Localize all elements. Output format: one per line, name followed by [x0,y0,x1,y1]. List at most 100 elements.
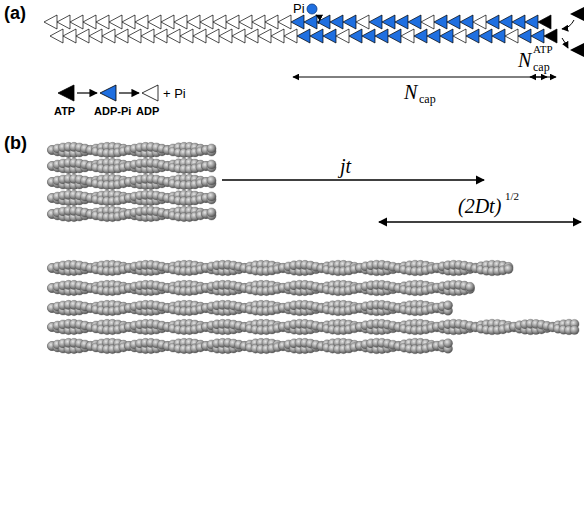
monomer-triangle [239,15,252,29]
monomer-triangle [388,29,401,43]
monomer-triangle [96,15,109,29]
monomer-triangle [447,15,460,29]
actin-subunit [570,325,579,334]
monomer-triangle [499,15,512,29]
monomer-triangle [323,29,336,43]
monomer-triangle [161,15,174,29]
monomer-triangle [356,15,369,29]
state-label: ATP [54,106,75,117]
monomer-triangle [460,15,473,29]
state-label: ADP-Pi [94,106,131,117]
monomer-triangle [492,29,505,43]
dimension-arrow [293,77,547,78]
monomer-triangle [271,29,284,43]
monomer-triangle [180,29,193,43]
monomer-triangle [167,29,180,43]
monomer-triangle [414,29,427,43]
monomer-triangle [427,29,440,43]
superscript: 1/2 [505,191,519,202]
monomer-triangle [512,15,525,29]
monomer-triangle [362,29,375,43]
diffusion-label: (2Dt) [458,196,501,216]
filament-triangles [44,15,557,43]
monomer-triangle [505,29,518,43]
monomer-triangle [375,29,388,43]
monomer-triangle [109,15,122,29]
monomer-triangle [70,15,83,29]
monomer-triangle [63,29,76,43]
monomer-triangle [440,29,453,43]
monomer-triangle [544,29,557,43]
monomer-triangle [128,29,141,43]
monomer-triangle [83,15,96,29]
monomer-triangle [531,29,544,43]
panel-label: (b) [4,134,27,152]
monomer-triangle [310,29,323,43]
atp-triangle [58,85,74,101]
drift-label: jt [340,156,351,176]
state-label: ADP [136,106,159,117]
monomer-triangle [317,15,330,29]
monomer-triangle [304,15,317,29]
monomer-triangle [154,29,167,43]
monomer-triangle [148,15,161,29]
flow-arrow [77,92,97,93]
monomer-triangle [297,29,310,43]
adp-triangle [142,85,158,101]
monomer-triangle [57,15,70,29]
actin-subunit [504,265,513,274]
monomer-triangle [102,29,115,43]
actin-filaments [47,142,579,354]
panel-label: (a) [4,4,26,22]
monomer-triangle [421,15,434,29]
monomer-triangle [278,15,291,29]
monomer-triangle [193,29,206,43]
monomer-triangle [434,15,447,29]
atp-monomer [570,7,584,21]
monomer-triangle [466,29,479,43]
monomer-triangle [265,15,278,29]
monomer-triangle [349,29,362,43]
monomer-triangle [284,29,297,43]
monomer-triangle [252,15,265,29]
monomer-triangle [226,15,239,29]
actin-subunit [465,282,474,291]
actin-subunit [443,339,452,348]
monomer-triangle [219,29,232,43]
monomer-triangle [44,15,57,29]
dimension-arrow [530,77,556,78]
monomer-triangle [291,15,304,29]
monomer-triangle [115,29,128,43]
actin-subunit [207,144,216,153]
actin-subunit [443,301,452,310]
monomer-triangle [122,15,135,29]
actin-subunit [207,192,216,201]
monomer-triangle [382,15,395,29]
monomer-triangle [538,15,551,29]
monomer-triangle [141,29,154,43]
dimension-label: N [518,50,531,70]
actin-subunit [207,176,216,185]
actin-subunit [207,208,216,217]
reaction-label: + Pi [163,87,186,100]
monomer-triangle [187,15,200,29]
monomer-triangle [473,15,486,29]
monomer-triangle [408,15,421,29]
binding-arrow [562,20,574,29]
monomer-triangle [343,15,356,29]
adp-pi-triangle [100,85,116,101]
monomer-triangle [479,29,492,43]
subscript: cap [419,93,436,105]
monomer-triangle [213,15,226,29]
monomer-triangle [453,29,466,43]
monomer-triangle [395,15,408,29]
drift-arrow [222,179,484,180]
release-arrow [562,38,568,48]
monomer-triangle [206,29,219,43]
monomer-triangle [89,29,102,43]
monomer-triangle [525,15,538,29]
superscript: ATP [533,44,553,55]
monomer-triangle [486,15,499,29]
